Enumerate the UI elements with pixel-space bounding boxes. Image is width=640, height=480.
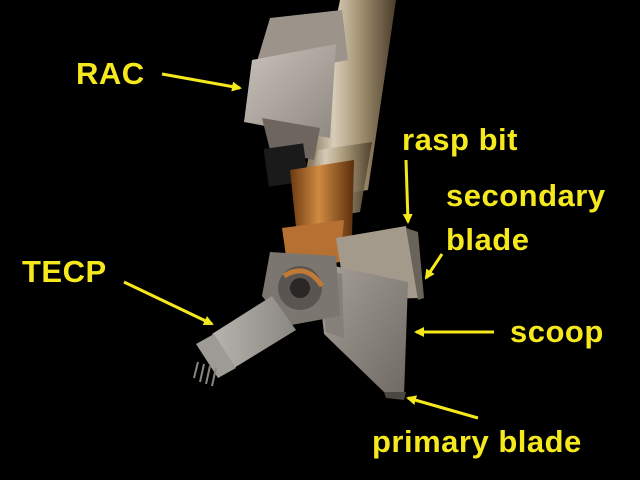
primary-blade-arrow	[406, 395, 479, 420]
rac-camera-housing	[244, 10, 348, 187]
secondary-blade-arrow	[424, 253, 444, 280]
rac-label: RAC	[76, 56, 145, 91]
secondary-blade-label-line1: secondary	[446, 178, 606, 213]
tecp-arrow	[123, 280, 214, 326]
secondary-blade-label-line2: blade	[446, 222, 530, 257]
tecp-probe	[193, 296, 296, 387]
turret-mechanism	[262, 252, 340, 326]
tecp-label: TECP	[22, 254, 107, 289]
primary-blade-label: primary blade	[372, 424, 582, 459]
rac-arrow	[161, 72, 242, 92]
rasp-bit-arrow	[402, 159, 413, 224]
rasp-bit-label: rasp bit	[402, 122, 518, 157]
scoop-label: scoop	[510, 314, 604, 349]
